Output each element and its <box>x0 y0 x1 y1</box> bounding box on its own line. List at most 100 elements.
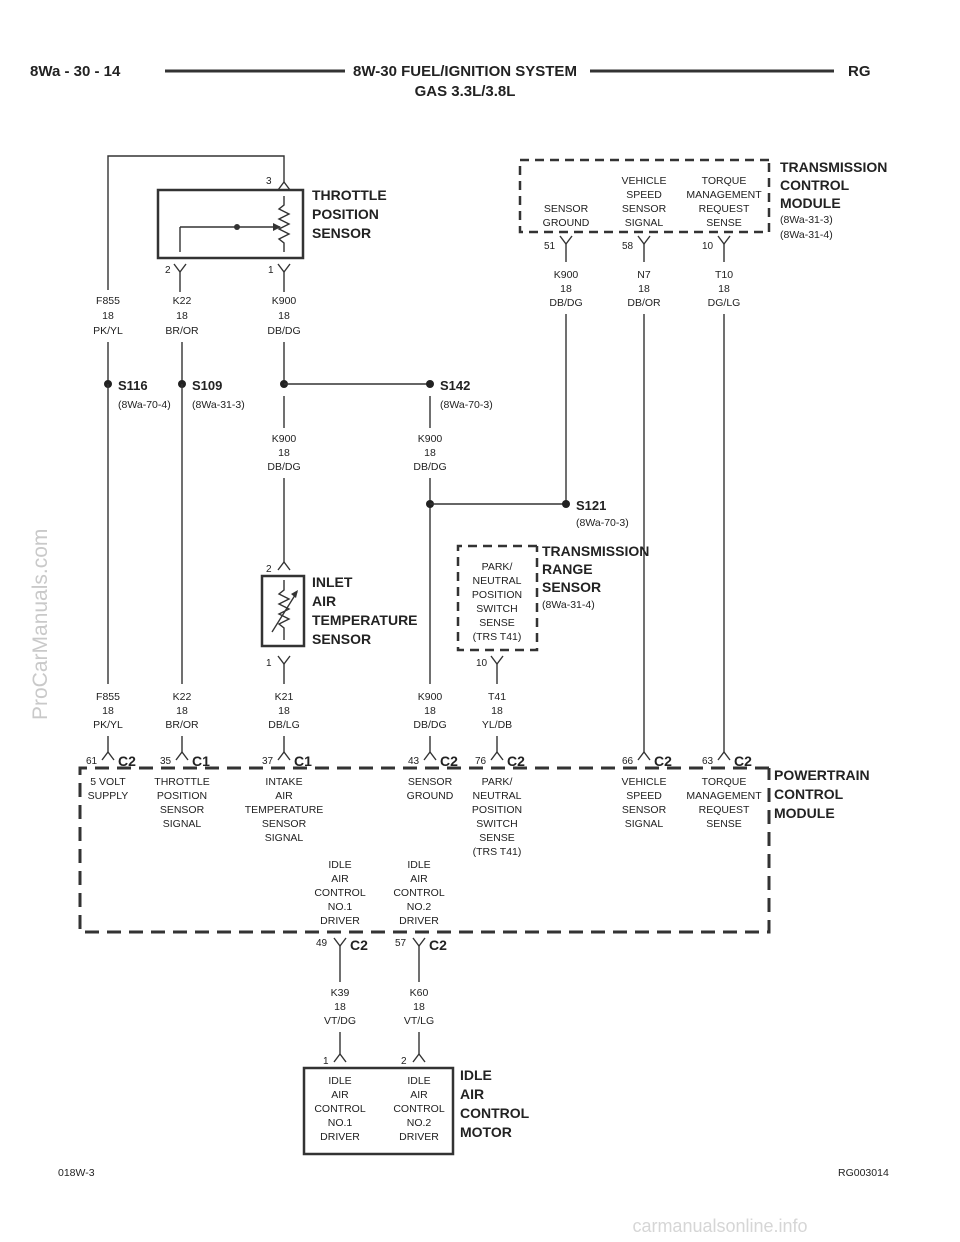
svg-text:18: 18 <box>176 705 188 717</box>
svg-text:18: 18 <box>424 447 436 459</box>
wire-label-k22-top: K22 18 BR/OR <box>165 295 199 337</box>
svg-text:(TRS T41): (TRS T41) <box>473 631 522 643</box>
wire-label-t10: T10 18 DG/LG <box>708 269 741 309</box>
svg-text:S121: S121 <box>576 498 606 513</box>
svg-text:SENSOR: SENSOR <box>160 804 205 816</box>
svg-text:SENSOR: SENSOR <box>408 776 453 788</box>
svg-text:MODULE: MODULE <box>774 805 835 821</box>
svg-text:3: 3 <box>266 176 272 187</box>
svg-text:PK/YL: PK/YL <box>93 719 123 731</box>
svg-text:(8Wa-70-3): (8Wa-70-3) <box>576 517 629 529</box>
svg-text:K900: K900 <box>418 691 443 703</box>
wire-label-k900-mid2: K900 18 DB/DG <box>413 433 446 473</box>
pcm-pin-57: 57 C2 <box>395 937 447 953</box>
svg-text:K900: K900 <box>554 269 579 281</box>
svg-text:SENSE: SENSE <box>706 818 742 830</box>
bottom-watermark: carmanualsonline.info <box>632 1216 807 1236</box>
page-subtitle: GAS 3.3L/3.8L <box>415 83 516 100</box>
svg-text:K900: K900 <box>418 433 443 445</box>
svg-text:18: 18 <box>334 1001 346 1013</box>
svg-text:C1: C1 <box>294 753 312 769</box>
svg-text:SIGNAL: SIGNAL <box>625 818 664 830</box>
svg-text:K900: K900 <box>272 295 297 307</box>
svg-text:K900: K900 <box>272 433 297 445</box>
wire-label-k39: K39 18 VT/DG <box>324 987 356 1027</box>
svg-text:AIR: AIR <box>410 1089 428 1101</box>
svg-text:(8Wa-70-4): (8Wa-70-4) <box>118 399 171 411</box>
svg-text:SIGNAL: SIGNAL <box>163 818 202 830</box>
svg-text:SENSOR: SENSOR <box>312 225 371 241</box>
svg-text:MANAGEMENT: MANAGEMENT <box>686 790 762 802</box>
pcm-pin-66: 66 C2 VEHICLE SPEED SENSOR SIGNAL <box>622 750 672 830</box>
svg-text:AIR: AIR <box>331 873 349 885</box>
svg-text:37: 37 <box>262 756 274 767</box>
svg-text:DRIVER: DRIVER <box>399 915 439 927</box>
svg-text:18: 18 <box>102 310 114 322</box>
svg-text:IDLE: IDLE <box>328 859 351 871</box>
svg-text:NO.2: NO.2 <box>407 1117 432 1129</box>
svg-text:AIR: AIR <box>410 873 428 885</box>
svg-text:DB/OR: DB/OR <box>627 297 661 309</box>
svg-text:BR/OR: BR/OR <box>165 325 199 337</box>
svg-text:SWITCH: SWITCH <box>476 818 517 830</box>
svg-text:NO.1: NO.1 <box>328 901 353 913</box>
svg-text:C2: C2 <box>350 937 368 953</box>
svg-text:TEMPERATURE: TEMPERATURE <box>245 804 324 816</box>
svg-text:76: 76 <box>475 756 487 767</box>
svg-text:MANAGEMENT: MANAGEMENT <box>686 189 762 201</box>
svg-text:S142: S142 <box>440 378 470 393</box>
svg-text:57: 57 <box>395 938 407 949</box>
pcm-pin-76: 76 C2 PARK/ NEUTRAL POSITION SWITCH SENS… <box>472 750 525 858</box>
svg-text:C2: C2 <box>654 753 672 769</box>
svg-text:SIGNAL: SIGNAL <box>625 217 664 229</box>
svg-text:61: 61 <box>86 756 98 767</box>
svg-text:N7: N7 <box>637 269 651 281</box>
svg-text:CONTROL: CONTROL <box>393 1103 444 1115</box>
svg-text:POSITION: POSITION <box>472 589 522 601</box>
side-watermark: ProCarManuals.com <box>29 529 52 720</box>
svg-text:18: 18 <box>718 283 730 295</box>
wire-label-k22-bottom: K22 18 BR/OR <box>165 691 199 731</box>
wire-label-t41: T41 18 YL/DB <box>482 691 512 731</box>
svg-text:MODULE: MODULE <box>780 195 841 211</box>
svg-text:NO.2: NO.2 <box>407 901 432 913</box>
idle-air-control-motor: 1 2 IDLE AIR CONTROL NO.1 DRIVER IDLE AI… <box>302 1052 530 1156</box>
svg-text:AIR: AIR <box>275 790 293 802</box>
splice-s142: S142 (8Wa-70-3) <box>426 378 493 411</box>
svg-text:K21: K21 <box>275 691 294 703</box>
svg-text:18: 18 <box>176 310 188 322</box>
svg-text:SENSOR: SENSOR <box>622 804 667 816</box>
svg-text:(8Wa-31-3): (8Wa-31-3) <box>192 399 245 411</box>
wire-label-f855-top: F855 18 PK/YL <box>93 295 123 337</box>
svg-text:DRIVER: DRIVER <box>320 1131 360 1143</box>
svg-text:SENSOR: SENSOR <box>544 203 589 215</box>
svg-text:TORQUE: TORQUE <box>702 776 747 788</box>
svg-text:DG/LG: DG/LG <box>708 297 741 309</box>
svg-text:49: 49 <box>316 938 328 949</box>
wire-label-n7: N7 18 DB/OR <box>627 269 661 309</box>
powertrain-control-module: POWERTRAIN CONTROL MODULE 61 C2 5 VOLT S… <box>78 750 870 953</box>
svg-text:SIGNAL: SIGNAL <box>265 832 304 844</box>
svg-text:AIR: AIR <box>331 1089 349 1101</box>
pcm-pin-61: 61 C2 5 VOLT SUPPLY <box>86 750 136 802</box>
svg-text:IDLE: IDLE <box>407 859 430 871</box>
svg-text:CONTROL: CONTROL <box>393 887 444 899</box>
svg-text:10: 10 <box>476 658 488 669</box>
throttle-position-sensor: THROTTLE POSITION SENSOR 3 2 1 <box>156 176 387 276</box>
svg-text:POSITION: POSITION <box>157 790 207 802</box>
svg-text:35: 35 <box>160 756 172 767</box>
svg-text:18: 18 <box>560 283 572 295</box>
svg-text:63: 63 <box>702 756 714 767</box>
svg-text:18: 18 <box>278 447 290 459</box>
svg-text:(8Wa-31-4): (8Wa-31-4) <box>542 599 595 611</box>
svg-text:IDLE: IDLE <box>407 1075 430 1087</box>
svg-text:DB/DG: DB/DG <box>413 719 446 731</box>
svg-text:INTAKE: INTAKE <box>265 776 302 788</box>
svg-text:1: 1 <box>323 1056 329 1067</box>
svg-text:RANGE: RANGE <box>542 561 593 577</box>
pcm-pin-37: 37 C1 INTAKE AIR TEMPERATURE SENSOR SIGN… <box>245 750 324 844</box>
svg-text:DB/DG: DB/DG <box>267 461 300 473</box>
transmission-control-module: TRANSMISSION CONTROL MODULE (8Wa-31-3) (… <box>518 158 887 252</box>
svg-text:PARK/: PARK/ <box>482 776 513 788</box>
svg-text:POSITION: POSITION <box>312 206 379 222</box>
